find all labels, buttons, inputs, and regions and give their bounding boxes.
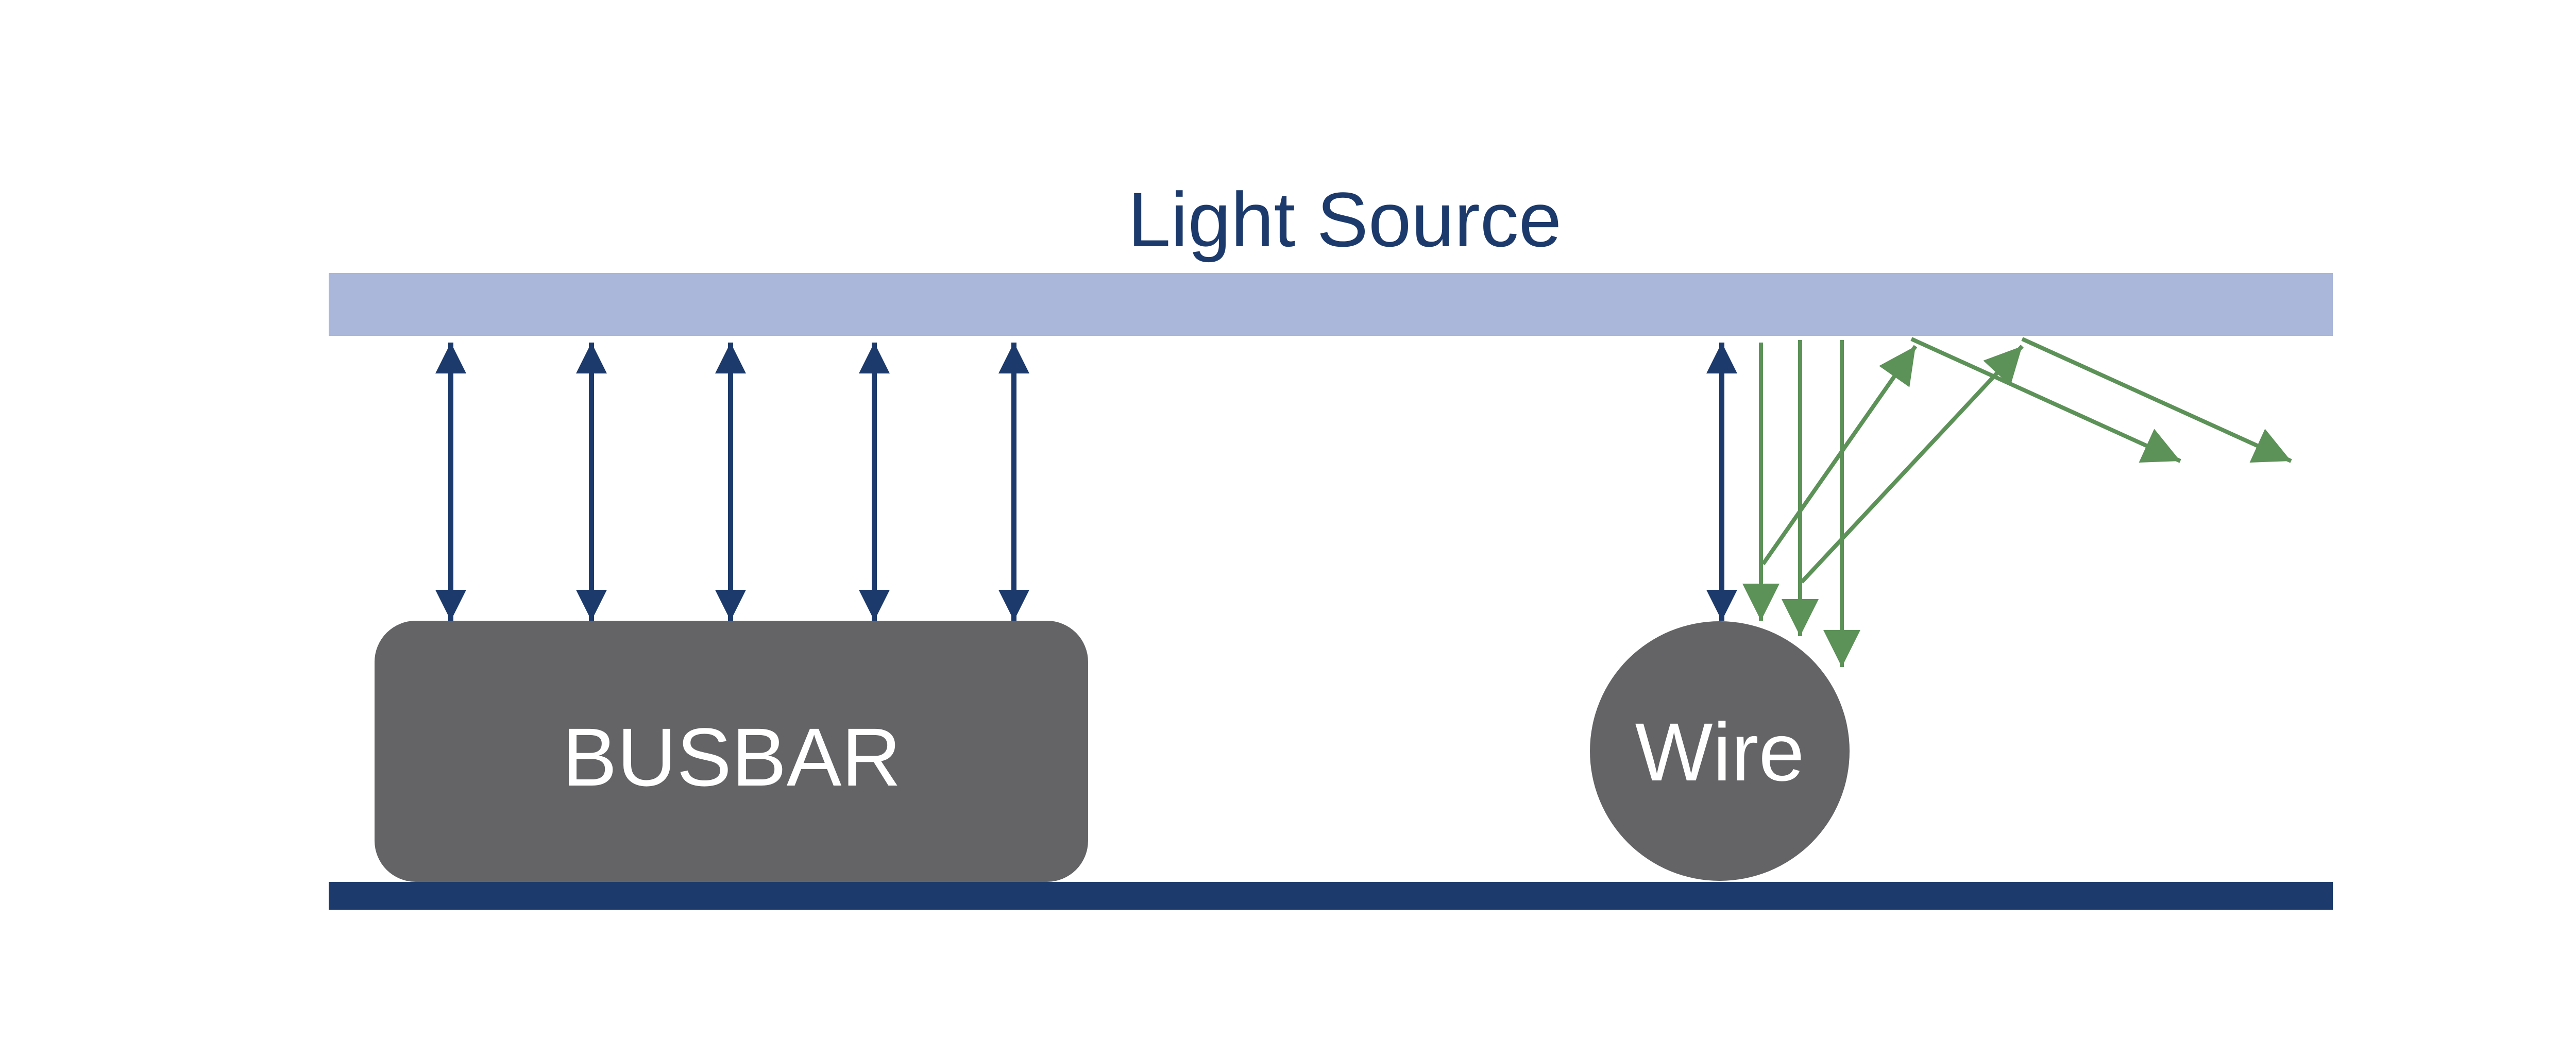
wire-label: Wire	[1635, 706, 1805, 798]
wire-scattered-rays	[1742, 337, 2292, 667]
green-reflected-arrow-icon	[1800, 345, 2024, 584]
ground-bar	[329, 882, 2333, 910]
busbar: BUSBAR	[375, 621, 1088, 882]
green-reflected-arrow-icon	[1761, 345, 1918, 566]
busbar-body	[375, 621, 1088, 882]
busbar-reflection-arrows	[435, 343, 1029, 621]
green-scattered-arrow-icon	[2021, 337, 2292, 463]
light-source-bar	[329, 273, 2333, 336]
wire: Wire	[1590, 621, 1850, 881]
green-scattered-arrow-icon	[1910, 337, 2181, 463]
wire-body	[1590, 621, 1850, 881]
busbar-label: BUSBAR	[562, 711, 901, 803]
light-source-title: Light Source	[1128, 176, 1562, 263]
